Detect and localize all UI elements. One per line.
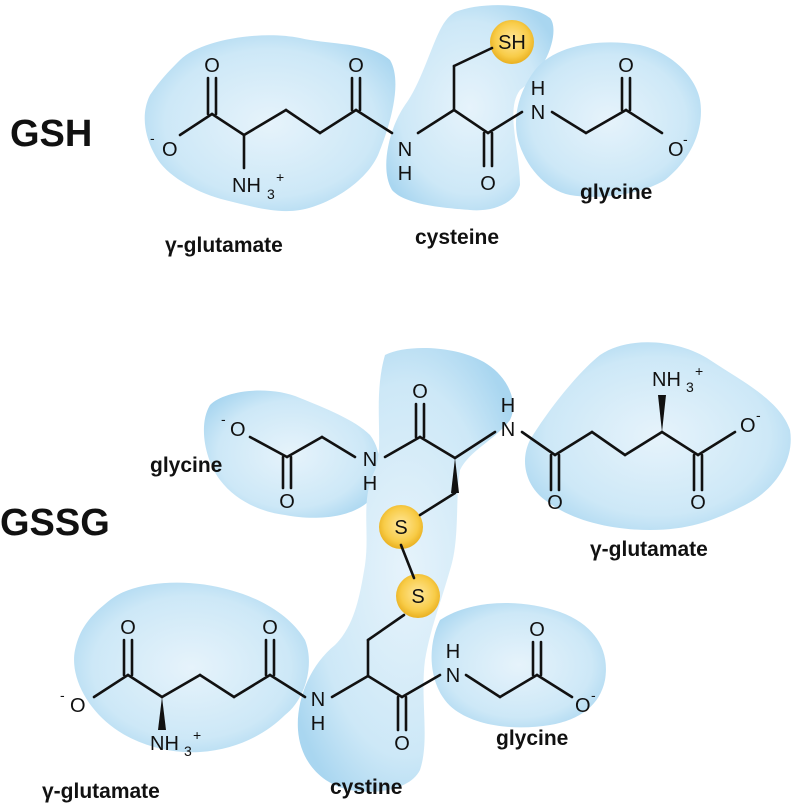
gssg-sulfur-2-highlight xyxy=(396,574,440,618)
gssg-lower-amide1-h: H xyxy=(311,713,325,735)
gssg-lower-gly-o-top: O xyxy=(529,619,545,641)
gsh-title: GSH xyxy=(10,113,92,155)
gsh-amide1-h: H xyxy=(398,163,412,185)
gssg-upper-amide-h: H xyxy=(363,473,377,495)
gsh-amide2-h: H xyxy=(531,78,545,100)
gssg-upper-cys-o: O xyxy=(412,381,428,403)
gssg-molecule: - O O N H O N H O NH 3 + O - O S S O - O… xyxy=(0,342,791,803)
gsh-carboxyl-charge: - xyxy=(150,130,155,146)
gssg-cystine-label: cystine xyxy=(330,776,402,799)
gsh-amide2-o: O xyxy=(480,173,496,195)
gssg-title: GSSG xyxy=(0,502,110,544)
gssg-lower-gly-o-minus: O xyxy=(575,695,591,717)
gsh-carboxyl-o-minus: O xyxy=(162,139,178,161)
gssg-lower-amine-sub: 3 xyxy=(184,743,192,759)
gssg-upper-amide2-h: H xyxy=(501,395,515,417)
gssg-lower-glycine-region xyxy=(431,602,606,728)
gssg-lower-amide2-o: O xyxy=(394,733,410,755)
gsh-amine-sup: + xyxy=(276,169,284,185)
gssg-upper-glutamate-label: γ-glutamate xyxy=(590,538,708,561)
gsh-gly-o-top: O xyxy=(618,55,634,77)
gssg-upper-gly-charge: - xyxy=(221,411,226,427)
gssg-upper-glycine-label: glycine xyxy=(150,454,222,477)
gsh-amine-sub: 3 xyxy=(267,186,275,202)
gssg-upper-amine-sup: + xyxy=(695,363,703,379)
gsh-amide2-n: N xyxy=(531,102,545,124)
gssg-cystine-region xyxy=(297,348,514,792)
gssg-lower-amine-sup: + xyxy=(193,727,201,743)
gssg-lower-carb-charge: - xyxy=(60,687,65,703)
gsh-gly-charge: - xyxy=(683,131,688,147)
gsh-glycine-label: glycine xyxy=(580,181,652,204)
gsh-carboxyl-o-top: O xyxy=(204,55,220,77)
gssg-upper-gly-o: O xyxy=(279,491,295,513)
gsh-cysteine-label: cysteine xyxy=(415,226,499,249)
gssg-upper-glu-o: O xyxy=(547,492,563,514)
gsh-glutamate-label: γ-glutamate xyxy=(165,234,283,257)
gsh-molecule: O - O NH 3 + O N H SH O N H O O - GSH γ-… xyxy=(10,5,701,257)
gssg-upper-carb-o-minus: O xyxy=(740,415,756,437)
gsh-thiol-highlight xyxy=(490,20,534,64)
gssg-upper-gly-o-minus: O xyxy=(230,419,246,441)
gssg-lower-carb-o-minus: O xyxy=(70,695,86,717)
gssg-upper-carb-o: O xyxy=(690,492,706,514)
gsh-amide1-o: O xyxy=(348,55,364,77)
gsh-amine: NH xyxy=(232,175,261,197)
gsh-gly-o-minus: O xyxy=(668,139,684,161)
gssg-lower-amine: NH xyxy=(150,733,179,755)
gsh-amine-label: NH 3 + xyxy=(232,169,284,202)
gssg-bonds xyxy=(92,395,737,732)
gssg-upper-amine-label: NH 3 + xyxy=(652,363,703,395)
gssg-lower-amine-label: NH 3 + xyxy=(150,727,201,759)
gssg-lower-amide1-o: O xyxy=(262,617,278,639)
gssg-upper-amide2-n: N xyxy=(501,419,515,441)
gssg-lower-gly-charge: - xyxy=(591,687,596,703)
gssg-lower-amide1-n: N xyxy=(311,689,325,711)
gssg-lower-glycine-label: glycine xyxy=(496,727,568,750)
gssg-lower-glutamate-label: γ-glutamate xyxy=(42,780,160,803)
gssg-upper-glutamate-region xyxy=(525,342,791,530)
gssg-upper-amine: NH xyxy=(652,369,681,391)
gssg-lower-amide2-n: N xyxy=(446,665,460,687)
gsh-bonds xyxy=(178,46,664,170)
gssg-lower-glutamate-region xyxy=(74,582,309,753)
gssg-upper-amide-n: N xyxy=(363,449,377,471)
gssg-lower-carb-o-top: O xyxy=(120,617,136,639)
gsh-amide1-n: N xyxy=(398,139,412,161)
gsh-thiol: SH xyxy=(498,32,526,54)
gssg-sulfur-1-highlight xyxy=(379,505,423,549)
gssg-upper-amine-sub: 3 xyxy=(686,379,694,395)
gssg-lower-amide2-h: H xyxy=(446,641,460,663)
gssg-upper-carb-charge: - xyxy=(756,407,761,423)
gssg-sulfur-2: S xyxy=(411,586,424,608)
gssg-sulfur-1: S xyxy=(394,517,407,539)
